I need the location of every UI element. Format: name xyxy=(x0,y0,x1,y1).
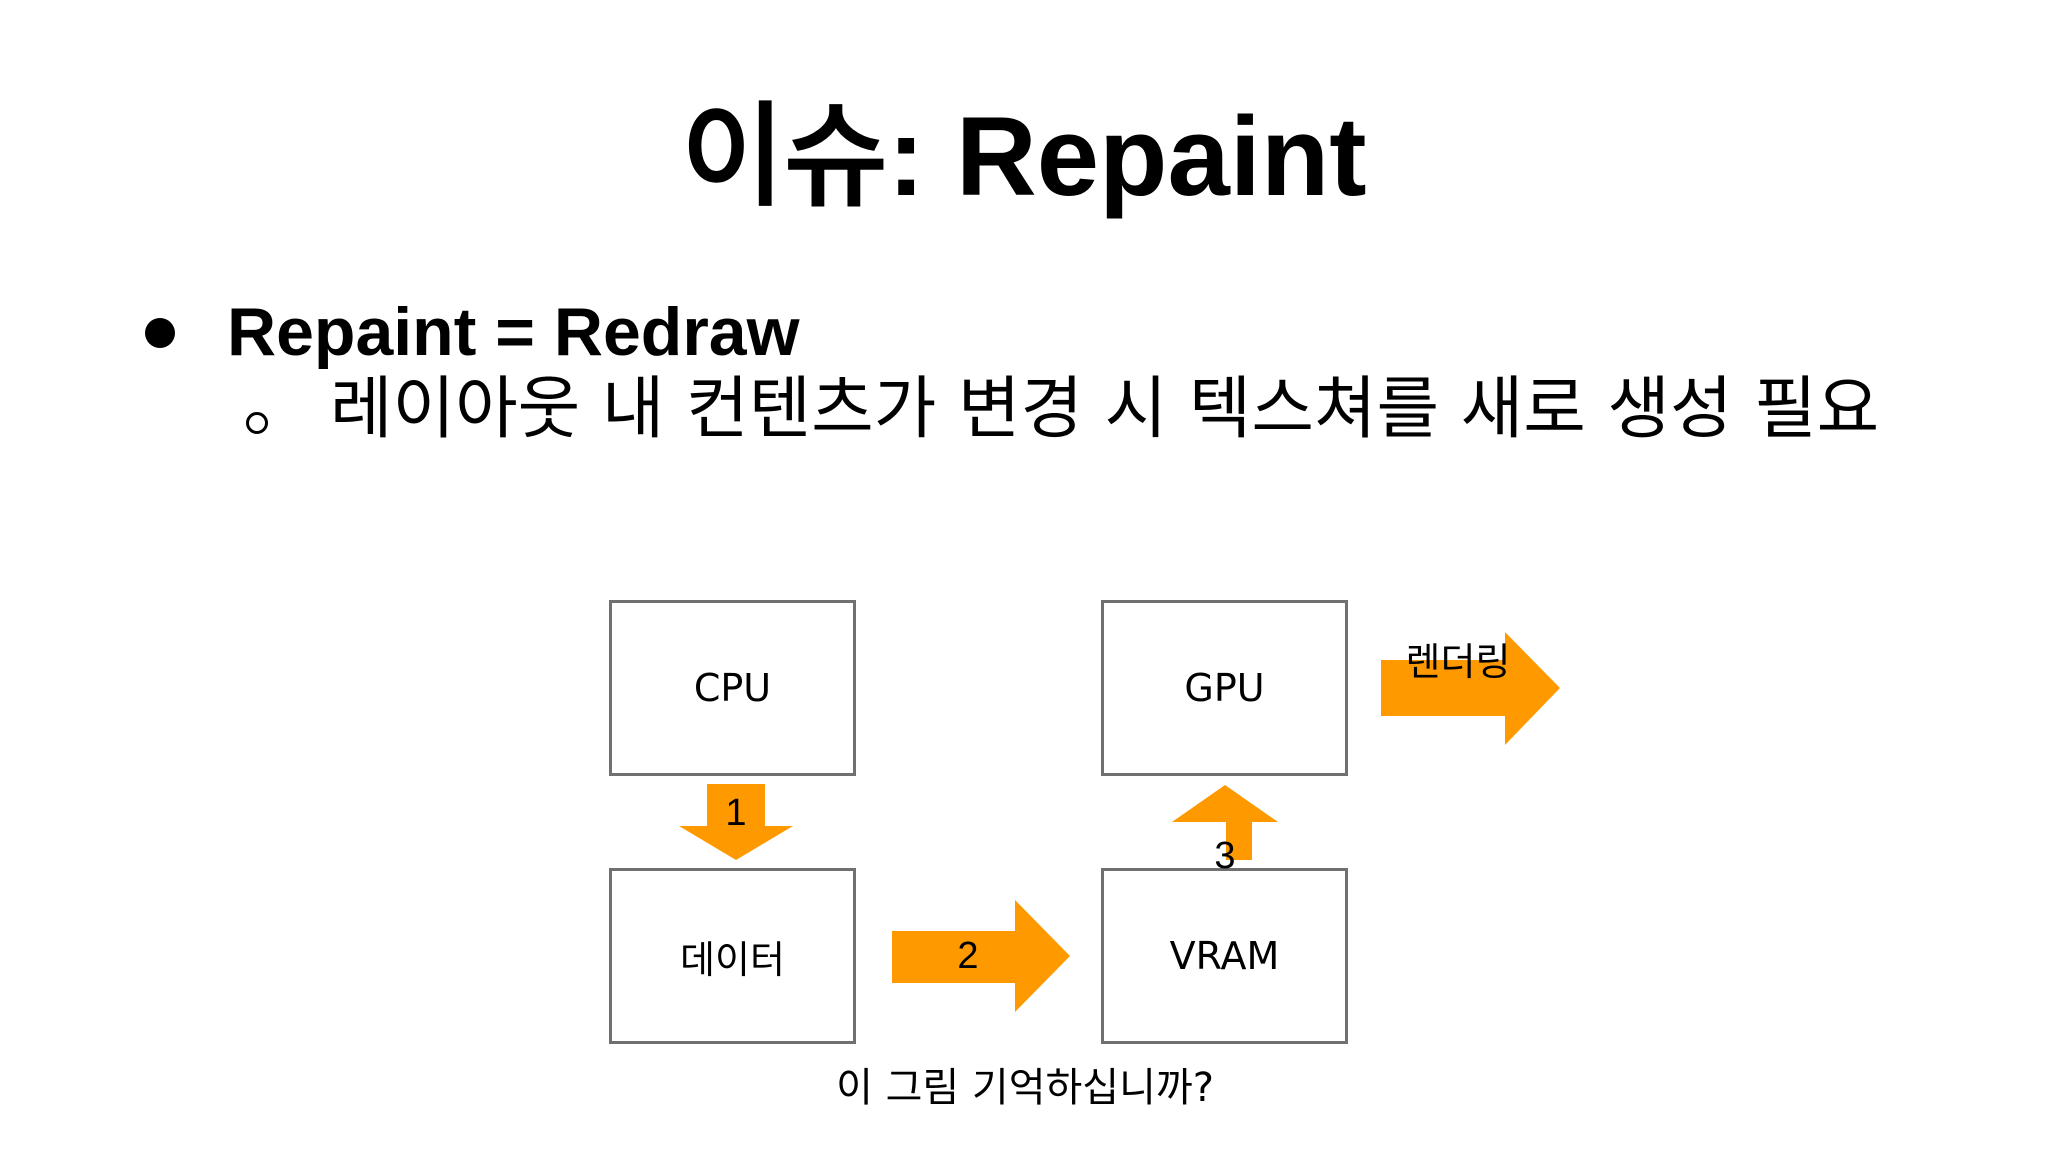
sub-bullet-text: 레이아웃 내 컨텐츠가 변경 시 텍스쳐를 새로 생성 필요 xyxy=(330,370,1880,449)
gpu-box-label: GPU xyxy=(1184,666,1265,710)
render-arrow-label: 렌더링 xyxy=(1405,640,1511,684)
bullet-dot-icon xyxy=(145,318,175,348)
vram-box: VRAM xyxy=(1101,868,1348,1044)
sub-bullet-circle-icon xyxy=(246,412,268,434)
arrow-3-label: 3 xyxy=(1214,835,1236,877)
diagram-caption: 이 그림 기억하십니까? xyxy=(836,1065,1214,1111)
cpu-box-label: CPU xyxy=(693,666,772,710)
slide-title: 이슈: Repaint xyxy=(681,94,1367,219)
vram-box-label: VRAM xyxy=(1169,934,1280,978)
gpu-box: GPU xyxy=(1101,600,1348,776)
arrow-2-label: 2 xyxy=(957,935,979,977)
data-box-label: 데이터 xyxy=(680,937,785,982)
data-box: 데이터 xyxy=(609,868,856,1044)
arrow-1-label: 1 xyxy=(725,792,747,834)
bullet-text: Repaint = Redraw xyxy=(227,294,800,370)
cpu-box: CPU xyxy=(609,600,856,776)
